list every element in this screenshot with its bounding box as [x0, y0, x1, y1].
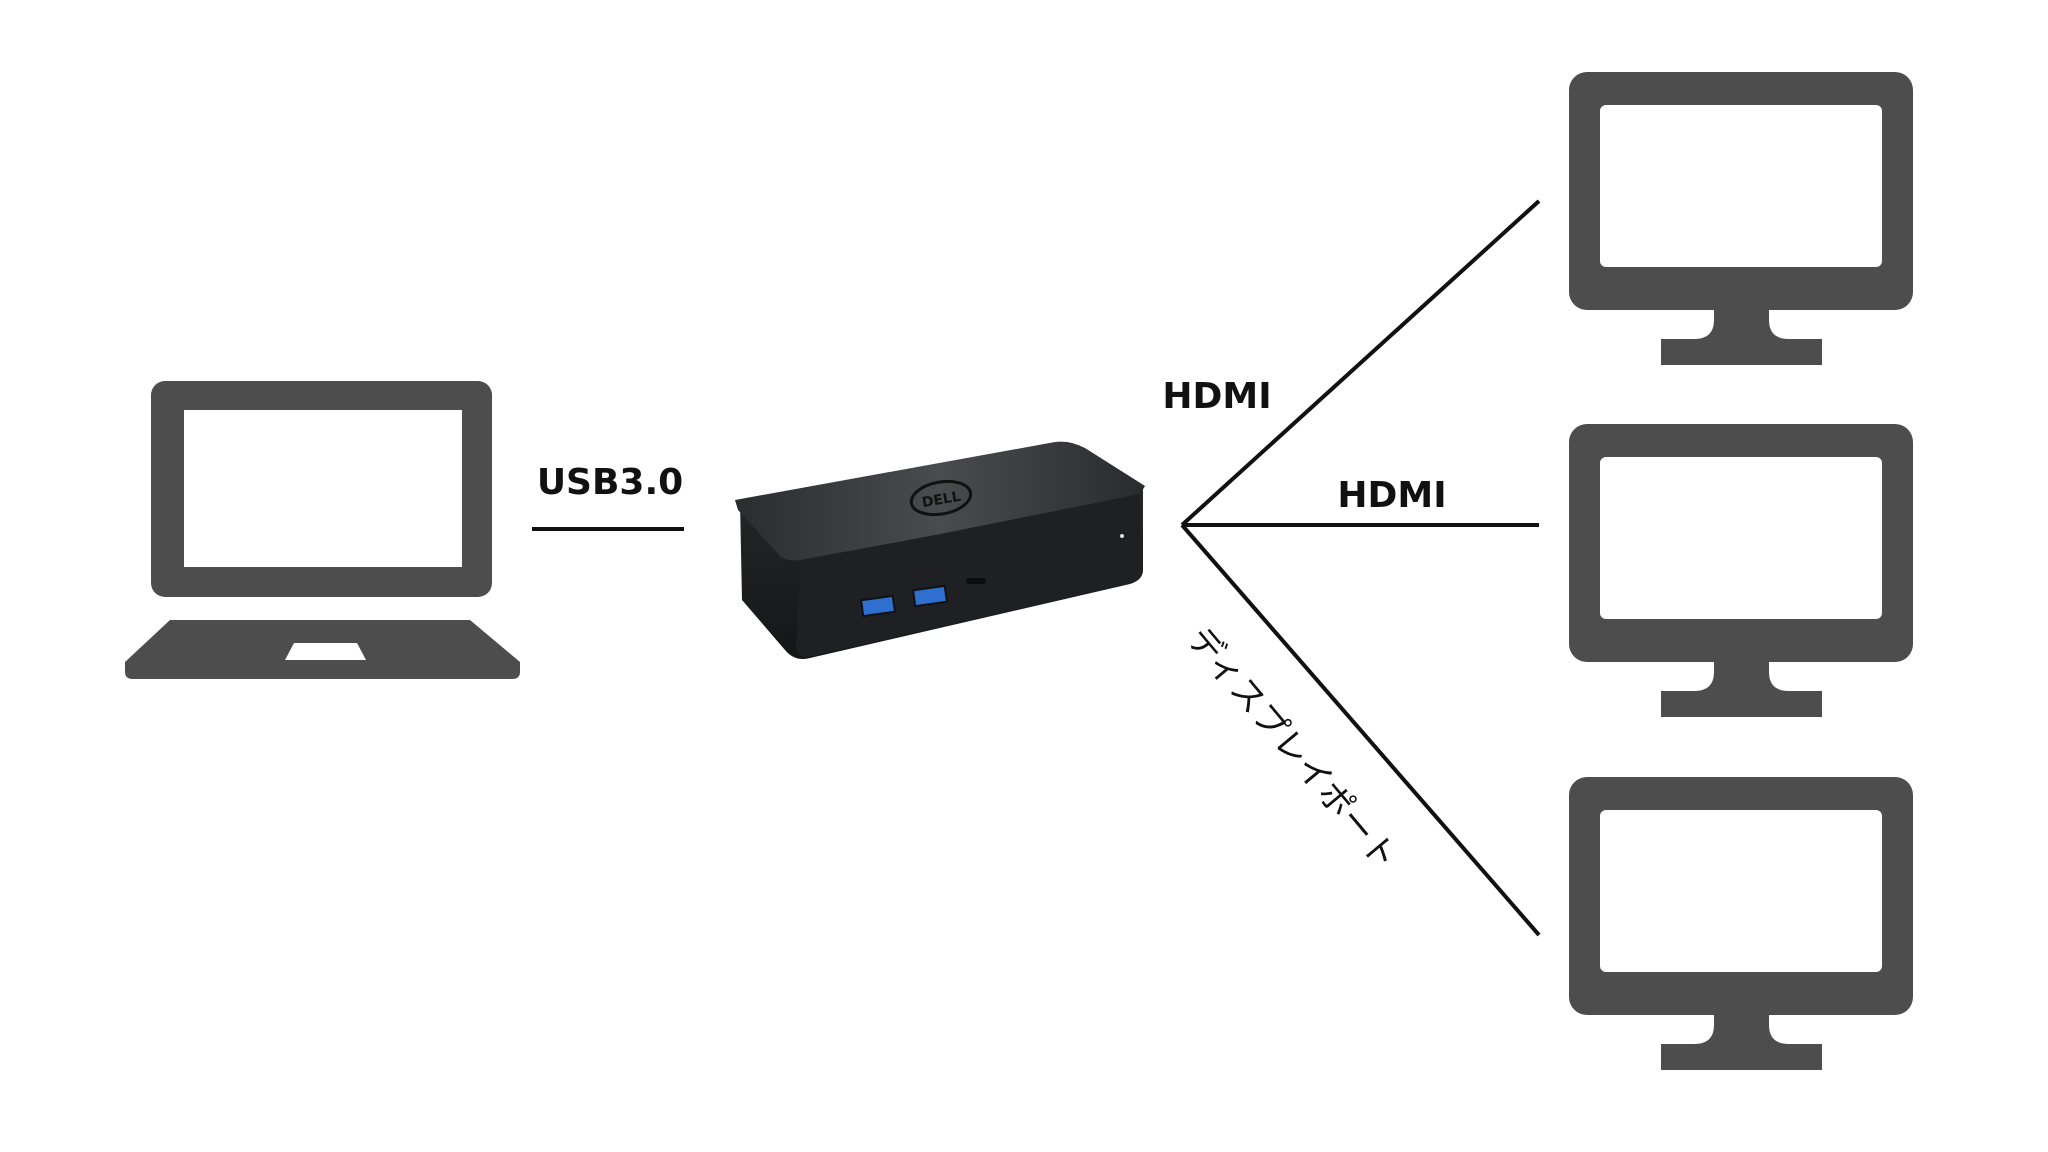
docking-station-image: DELL: [735, 441, 1145, 659]
monitor-icon-3: [1569, 777, 1913, 1070]
usb-c-port: [966, 578, 986, 584]
usb-port: [911, 584, 949, 608]
usb-label: USB3.0: [537, 462, 683, 503]
hdmi-label-2: HDMI: [1337, 475, 1446, 516]
hdmi-label-1: HDMI: [1162, 376, 1271, 417]
power-led: [1120, 534, 1124, 538]
displayport-cable-line: [1180, 523, 1541, 937]
displayport-label: ディスプレイポート: [1179, 619, 1405, 877]
monitor-icon-2: [1569, 424, 1913, 717]
dell-logo-text: DELL: [921, 489, 962, 512]
laptop-icon: [125, 381, 520, 679]
monitor-icon-1: [1569, 72, 1913, 365]
usb-port: [859, 594, 897, 618]
dell-logo: [909, 479, 973, 517]
hdmi-cable-line-1: [1180, 199, 1541, 527]
